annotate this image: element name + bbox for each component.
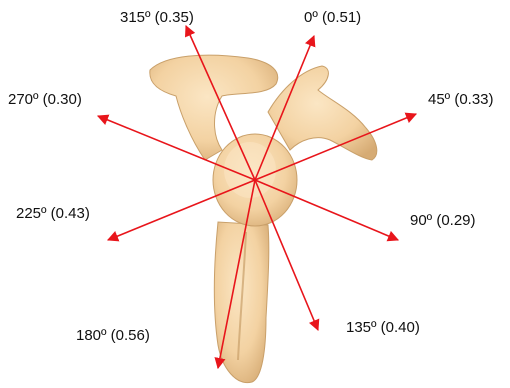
label-90: 90º (0.29)	[410, 212, 476, 229]
label-0: 0º (0.51)	[304, 9, 361, 26]
label-135: 135º (0.40)	[346, 319, 420, 336]
bone-coracoid	[268, 66, 377, 160]
label-315: 315º (0.35)	[120, 9, 194, 26]
label-180: 180º (0.56)	[76, 327, 150, 344]
scapula-bone	[150, 55, 377, 382]
label-225: 225º (0.43)	[16, 205, 90, 222]
label-45: 45º (0.33)	[428, 91, 494, 108]
label-270: 270º (0.30)	[8, 91, 82, 108]
